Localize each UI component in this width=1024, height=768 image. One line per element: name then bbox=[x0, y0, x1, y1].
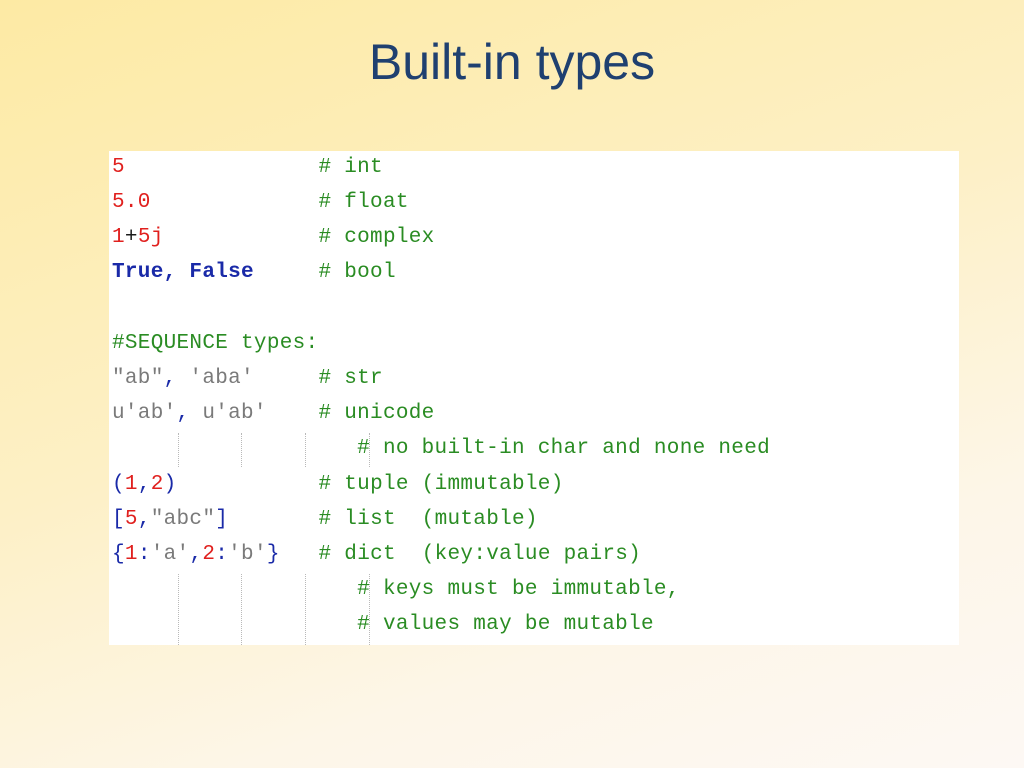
code-padding bbox=[164, 226, 319, 249]
code-comment: # str bbox=[318, 367, 383, 390]
code-comment: # dict (key:value pairs) bbox=[318, 543, 642, 566]
indent-guide bbox=[369, 574, 370, 645]
indent-guide bbox=[178, 433, 179, 467]
code-line-values-note: # values may be mutable bbox=[112, 608, 654, 643]
code-padding bbox=[112, 613, 357, 636]
separator: , bbox=[176, 402, 203, 425]
code-comment: #SEQUENCE types: bbox=[112, 332, 319, 355]
number-literal: 5.0 bbox=[112, 191, 151, 214]
bracket-close: ] bbox=[215, 508, 229, 531]
code-comment: # unicode bbox=[318, 402, 435, 425]
code-padding bbox=[254, 261, 319, 284]
number-literal: 5 bbox=[112, 156, 125, 179]
string-literal: "ab" bbox=[112, 367, 164, 390]
colon: : bbox=[215, 543, 229, 566]
code-line-char-note: # no built-in char and none need bbox=[112, 432, 770, 467]
string-literal: 'a' bbox=[150, 543, 190, 566]
number-literal: 1 bbox=[124, 473, 138, 496]
indent-guide bbox=[305, 574, 306, 645]
slide-title: Built-in types bbox=[368, 34, 656, 90]
paren-close: ) bbox=[163, 473, 177, 496]
comma: , bbox=[137, 473, 151, 496]
code-padding bbox=[177, 473, 319, 496]
indent-guide bbox=[241, 433, 242, 467]
indent-guide bbox=[305, 433, 306, 467]
separator: , bbox=[163, 367, 190, 390]
code-line-tuple: (1,2) # tuple (immutable) bbox=[112, 468, 564, 503]
code-line-list: [5,"abc"] # list (mutable) bbox=[112, 503, 538, 538]
number-literal: 5 bbox=[124, 508, 138, 531]
code-comment: # values may be mutable bbox=[357, 613, 654, 636]
code-line-bool: True, False # bool bbox=[112, 256, 396, 291]
code-comment: # bool bbox=[318, 261, 396, 284]
code-padding bbox=[151, 191, 319, 214]
code-comment: # no built-in char and none need bbox=[357, 437, 771, 460]
code-comment: # complex bbox=[318, 226, 435, 249]
indent-guide bbox=[241, 574, 242, 645]
paren-open: ( bbox=[112, 473, 125, 496]
code-comment: # tuple (immutable) bbox=[318, 473, 564, 496]
number-literal: 1 bbox=[124, 543, 138, 566]
keyword-true: True bbox=[112, 261, 164, 284]
comma: , bbox=[189, 543, 203, 566]
code-line-int: 5 # int bbox=[112, 151, 383, 186]
string-literal: u'ab' bbox=[112, 402, 177, 425]
code-padding bbox=[254, 367, 319, 390]
code-padding bbox=[112, 437, 357, 460]
indent-guide bbox=[369, 433, 370, 467]
code-block: 5 # int 5.0 # float 1+5j # complex True,… bbox=[109, 151, 959, 645]
number-literal: 1 bbox=[112, 226, 125, 249]
code-line-str: "ab", 'aba' # str bbox=[112, 362, 383, 397]
number-literal: 5j bbox=[137, 226, 164, 249]
operator: + bbox=[124, 226, 138, 249]
code-line-complex: 1+5j # complex bbox=[112, 221, 435, 256]
string-literal: "abc" bbox=[150, 508, 216, 531]
code-line-unicode: u'ab', u'ab' # unicode bbox=[112, 397, 435, 432]
bracket-open: [ bbox=[112, 508, 125, 531]
code-comment: # float bbox=[318, 191, 409, 214]
keyword-false: False bbox=[189, 261, 254, 284]
separator: , bbox=[163, 261, 190, 284]
code-comment: # int bbox=[318, 156, 383, 179]
code-comment: # list (mutable) bbox=[318, 508, 538, 531]
code-line-float: 5.0 # float bbox=[112, 186, 409, 221]
string-literal: 'aba' bbox=[189, 367, 254, 390]
brace-open: { bbox=[112, 543, 125, 566]
code-padding bbox=[267, 402, 319, 425]
code-padding bbox=[280, 543, 319, 566]
comma: , bbox=[137, 508, 151, 531]
code-line-sequence-heading: #SEQUENCE types: bbox=[112, 327, 318, 362]
code-padding bbox=[228, 508, 318, 531]
string-literal: 'b' bbox=[228, 543, 267, 566]
number-literal: 2 bbox=[202, 543, 216, 566]
code-padding bbox=[112, 578, 357, 601]
number-literal: 2 bbox=[150, 473, 164, 496]
code-padding bbox=[125, 156, 319, 179]
indent-guide bbox=[178, 574, 179, 645]
string-literal: u'ab' bbox=[202, 402, 267, 425]
code-line-keys-note: # keys must be immutable, bbox=[112, 573, 680, 608]
code-comment: # keys must be immutable, bbox=[357, 578, 680, 601]
code-line-dict: {1:'a',2:'b'} # dict (key:value pairs) bbox=[112, 538, 641, 573]
brace-close: } bbox=[266, 543, 280, 566]
colon: : bbox=[137, 543, 151, 566]
